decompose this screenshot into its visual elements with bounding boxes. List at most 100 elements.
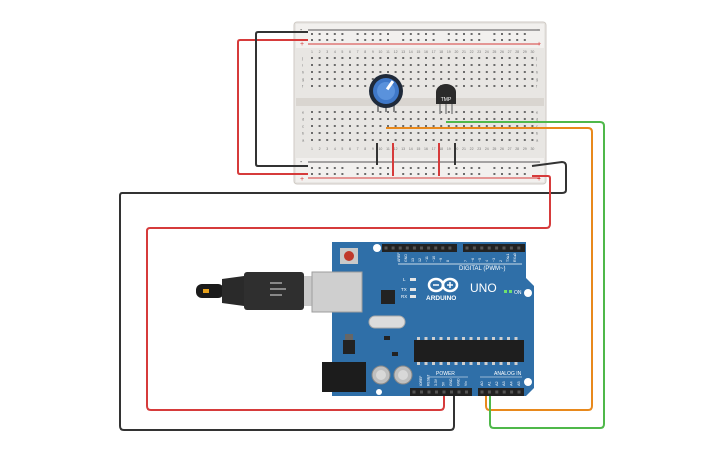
breadboard-hole[interactable] bbox=[447, 71, 450, 73]
breadboard-hole[interactable] bbox=[508, 125, 511, 127]
breadboard-hole[interactable] bbox=[531, 78, 534, 80]
breadboard-hole[interactable] bbox=[318, 125, 321, 127]
breadboard-hole[interactable] bbox=[387, 57, 389, 59]
rail-hole[interactable] bbox=[516, 167, 519, 169]
header-pin[interactable] bbox=[412, 246, 416, 250]
breadboard-hole[interactable] bbox=[349, 132, 351, 134]
rail-hole[interactable] bbox=[333, 33, 336, 35]
breadboard-hole[interactable] bbox=[364, 139, 367, 141]
breadboard-hole[interactable] bbox=[371, 139, 374, 141]
rail-hole[interactable] bbox=[402, 167, 405, 169]
wires[interactable] bbox=[119, 31, 605, 431]
breadboard-hole[interactable] bbox=[394, 118, 397, 120]
breadboard-hole[interactable] bbox=[516, 78, 519, 80]
breadboard-hole[interactable] bbox=[333, 64, 336, 66]
header-pin[interactable] bbox=[472, 246, 476, 250]
rail-hole[interactable] bbox=[516, 173, 519, 175]
breadboard-hole[interactable] bbox=[485, 111, 488, 113]
breadboard-hole[interactable] bbox=[326, 57, 329, 59]
breadboard-hole[interactable] bbox=[318, 64, 321, 66]
rail-hole[interactable] bbox=[333, 173, 336, 175]
wire-orange-a0[interactable] bbox=[386, 127, 593, 411]
header-pin[interactable] bbox=[412, 390, 416, 394]
rail-hole[interactable] bbox=[371, 39, 374, 41]
breadboard-hole[interactable] bbox=[349, 71, 351, 73]
breadboard-hole[interactable] bbox=[440, 111, 443, 113]
rail-hole[interactable] bbox=[447, 173, 450, 175]
breadboard-hole[interactable] bbox=[409, 139, 412, 141]
rail-hole[interactable] bbox=[470, 33, 473, 35]
breadboard-hole[interactable] bbox=[394, 64, 397, 66]
breadboard-hole[interactable] bbox=[516, 139, 519, 141]
breadboard-hole[interactable] bbox=[478, 64, 481, 66]
breadboard-hole[interactable] bbox=[311, 125, 313, 127]
breadboard-hole[interactable] bbox=[425, 132, 427, 134]
header-pin[interactable] bbox=[487, 246, 491, 250]
rail-hole[interactable] bbox=[333, 167, 336, 169]
breadboard-hole[interactable] bbox=[478, 57, 481, 59]
breadboard-hole[interactable] bbox=[508, 64, 511, 66]
breadboard-hole[interactable] bbox=[523, 78, 526, 80]
breadboard-hole[interactable] bbox=[432, 78, 435, 80]
breadboard-hole[interactable] bbox=[516, 71, 519, 73]
breadboard-hole[interactable] bbox=[432, 125, 435, 127]
breadboard-hole[interactable] bbox=[349, 85, 351, 87]
breadboard-hole[interactable] bbox=[516, 111, 519, 113]
rail-hole[interactable] bbox=[356, 167, 359, 169]
rail-hole[interactable] bbox=[425, 173, 427, 175]
breadboard-hole[interactable] bbox=[425, 125, 427, 127]
breadboard-hole[interactable] bbox=[326, 139, 329, 141]
breadboard-hole[interactable] bbox=[508, 85, 511, 87]
breadboard-hole[interactable] bbox=[425, 118, 427, 120]
breadboard-hole[interactable] bbox=[432, 132, 435, 134]
breadboard-hole[interactable] bbox=[493, 85, 496, 87]
header-pin[interactable] bbox=[457, 390, 461, 394]
breadboard-hole[interactable] bbox=[409, 118, 412, 120]
rail-hole[interactable] bbox=[463, 39, 465, 41]
breadboard-hole[interactable] bbox=[447, 111, 450, 113]
breadboard-hole[interactable] bbox=[508, 57, 511, 59]
breadboard-hole[interactable] bbox=[326, 64, 329, 66]
breadboard-hole[interactable] bbox=[326, 118, 329, 120]
breadboard-hole[interactable] bbox=[478, 85, 481, 87]
rail-hole[interactable] bbox=[455, 39, 458, 41]
rail-hole[interactable] bbox=[508, 167, 511, 169]
breadboard-hole[interactable] bbox=[440, 57, 443, 59]
rail-hole[interactable] bbox=[417, 173, 420, 175]
rail-hole[interactable] bbox=[409, 33, 412, 35]
breadboard-hole[interactable] bbox=[501, 125, 503, 127]
breadboard-hole[interactable] bbox=[371, 57, 374, 59]
breadboard-hole[interactable] bbox=[478, 111, 481, 113]
breadboard-hole[interactable] bbox=[447, 57, 450, 59]
breadboard-hole[interactable] bbox=[463, 125, 465, 127]
breadboard-hole[interactable] bbox=[531, 71, 534, 73]
breadboard-hole[interactable] bbox=[470, 111, 473, 113]
rail-hole[interactable] bbox=[341, 33, 344, 35]
breadboard-hole[interactable] bbox=[349, 118, 351, 120]
breadboard-hole[interactable] bbox=[379, 125, 382, 127]
breadboard-hole[interactable] bbox=[447, 132, 450, 134]
breadboard-hole[interactable] bbox=[516, 64, 519, 66]
breadboard-hole[interactable] bbox=[463, 132, 465, 134]
header-pin[interactable] bbox=[448, 246, 452, 250]
rail-hole[interactable] bbox=[387, 173, 389, 175]
breadboard-hole[interactable] bbox=[394, 125, 397, 127]
rail-hole[interactable] bbox=[356, 33, 359, 35]
header-pin[interactable] bbox=[502, 390, 506, 394]
breadboard-hole[interactable] bbox=[478, 132, 481, 134]
rail-hole[interactable] bbox=[371, 33, 374, 35]
breadboard-hole[interactable] bbox=[394, 139, 397, 141]
breadboard-hole[interactable] bbox=[432, 139, 435, 141]
breadboard-hole[interactable] bbox=[493, 57, 496, 59]
breadboard-hole[interactable] bbox=[326, 78, 329, 80]
rail-hole[interactable] bbox=[478, 173, 481, 175]
breadboard-hole[interactable] bbox=[440, 125, 443, 127]
breadboard-hole[interactable] bbox=[364, 64, 367, 66]
breadboard-hole[interactable] bbox=[387, 111, 389, 113]
breadboard-holes[interactable] bbox=[311, 33, 534, 175]
breadboard-hole[interactable] bbox=[417, 132, 420, 134]
breadboard-hole[interactable] bbox=[379, 64, 382, 66]
rail-hole[interactable] bbox=[364, 39, 367, 41]
breadboard-hole[interactable] bbox=[508, 111, 511, 113]
breadboard-hole[interactable] bbox=[485, 78, 488, 80]
